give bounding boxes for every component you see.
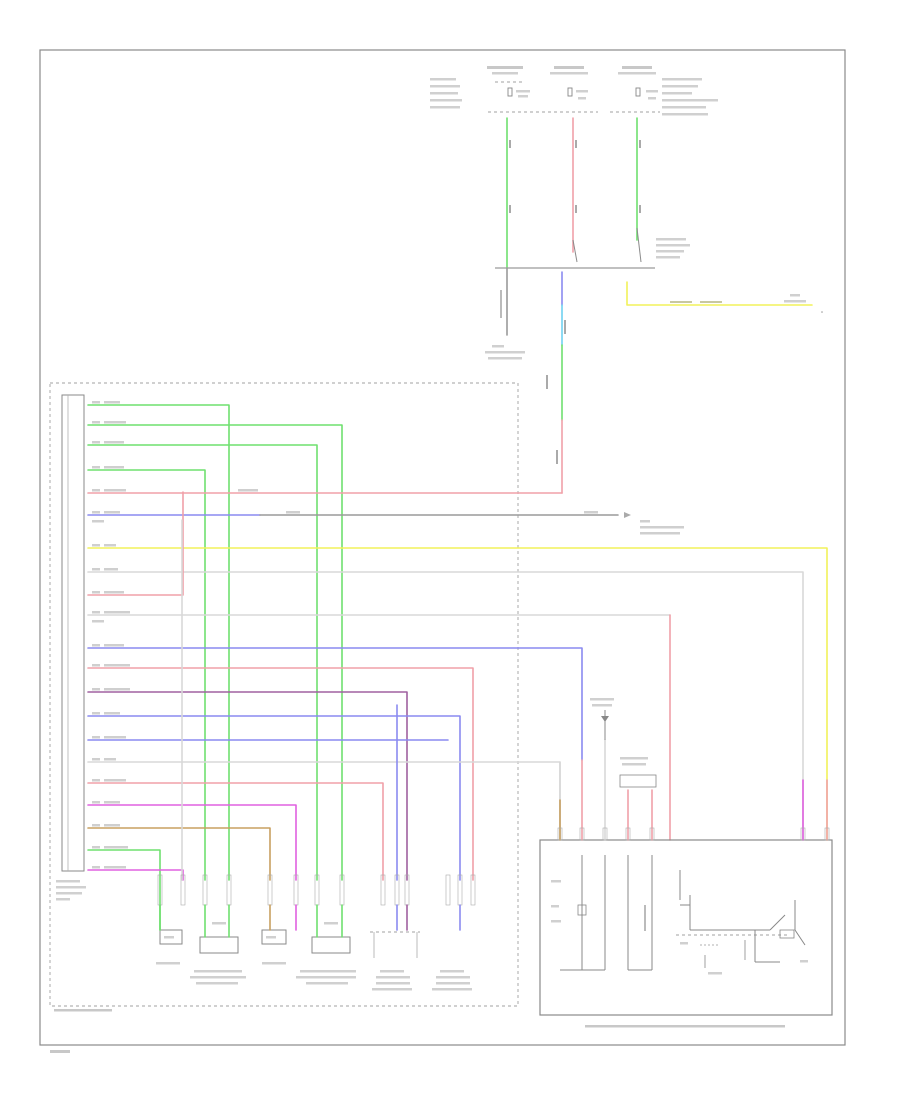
sensor-1 [156,929,183,965]
wire-pin-20 [87,849,161,931]
wire-pin-13 [87,691,408,881]
blower-1 [370,931,420,991]
right-module-pins [557,827,830,841]
heater-1 [190,922,246,985]
rear-sensor-label [624,512,684,535]
wire-pin-17 [87,782,384,881]
ground-symbol-right [590,698,614,740]
connector-body [61,394,85,872]
switch-contact-1 [572,239,578,263]
page-id-label [50,1050,70,1053]
yellow-wire-tag [670,294,823,313]
wire-pin-21 [87,869,184,881]
bottom-wire-stubs [159,904,461,938]
fuse-symbol-right [619,757,657,788]
blower-2 [432,970,472,991]
wire-pin-19 [87,827,271,881]
wire-label-blocks [92,401,598,869]
ground-label [485,290,525,360]
switch-label-right [656,238,690,259]
wire-pin-18 [87,804,297,881]
wire-pin-8 [87,571,804,841]
right-module-internals [551,855,808,975]
fuse-block-hot-in-acc [610,66,718,116]
fuse-block-hot-at-all-times [430,66,545,113]
switch-contact-2 [636,227,642,263]
page-border [39,49,846,1046]
module-label [56,880,86,901]
wire-pin-7 [87,547,828,841]
wire-yellow-top [626,281,813,306]
wire-pin-14 [87,715,461,881]
wire-tags-mid [546,320,566,464]
right-control-module [539,839,833,1016]
wire-pin-9 [87,491,184,596]
wire-tags-top [509,140,641,213]
wire-pin-1 [87,404,230,881]
left-module-footer-label [54,1009,112,1012]
wire-pin-12 [87,667,474,881]
module-boundary [49,382,519,1007]
wire-pin-4 [87,469,206,881]
wire-pin-2 [87,424,343,881]
fuse-block-hot-in-on [548,66,598,113]
heater-2 [296,922,356,985]
wire-pin-3 [87,444,318,881]
right-module-footer-label [585,1025,785,1028]
sensor-2 [261,929,287,965]
wire-pin-11 [87,647,583,761]
